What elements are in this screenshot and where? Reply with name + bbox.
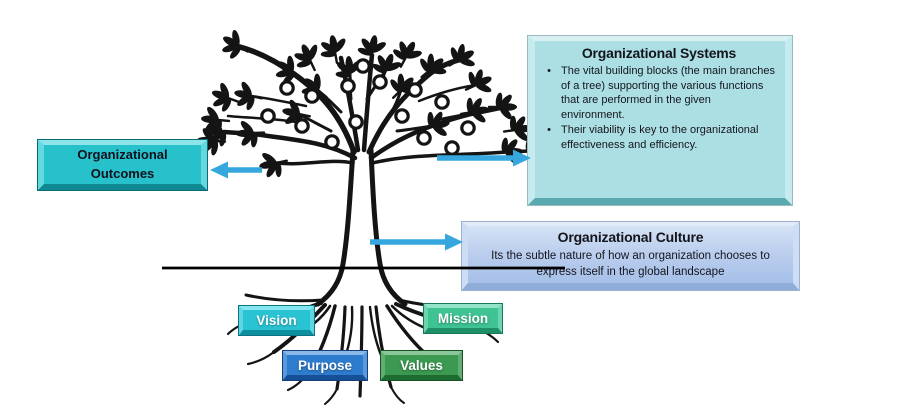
systems-title: Organizational Systems [581, 45, 737, 61]
culture-body: Its the subtle nature of how an organiza… [491, 250, 770, 279]
systems-box: Organizational Systems • The vital build… [527, 35, 793, 206]
systems-bullet-2: • Their viability is key to the organiza… [537, 123, 781, 152]
purpose-tag: Purpose [282, 350, 368, 381]
tree-trunk [315, 147, 408, 307]
systems-bullet-1-text: The vital building blocks (the main bran… [561, 65, 776, 121]
mission-tag: Mission [423, 303, 503, 334]
systems-bullet-2-text: Their viability is key to the organizati… [561, 124, 759, 151]
mission-label: Mission [437, 310, 489, 326]
bullet-icon: • [547, 65, 551, 77]
vision-tag: Vision [238, 305, 315, 336]
values-tag: Values [380, 350, 463, 381]
culture-box: Organizational Culture Its the subtle na… [461, 221, 800, 291]
vision-label: Vision [256, 312, 297, 328]
outcomes-title: Organizational Outcomes [77, 147, 168, 181]
purpose-label: Purpose [297, 357, 352, 373]
systems-bullet-1: • The vital building blocks (the main br… [537, 64, 781, 122]
bullet-icon: • [547, 124, 551, 137]
outcomes-box: Organizational Outcomes [37, 139, 208, 191]
values-label: Values [400, 357, 443, 373]
culture-title: Organizational Culture [557, 229, 704, 245]
